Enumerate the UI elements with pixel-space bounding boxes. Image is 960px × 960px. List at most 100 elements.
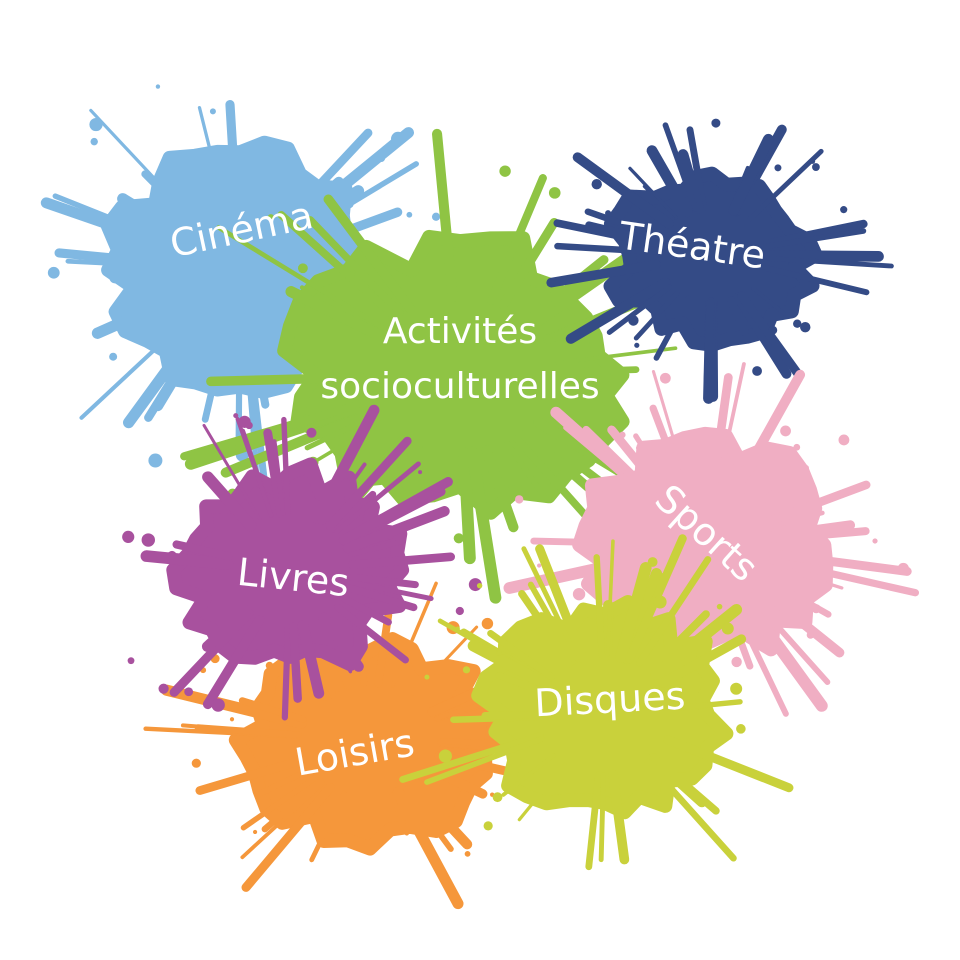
splash-droplet: [809, 158, 816, 164]
splash-streak: [716, 362, 746, 486]
splash-streak: [768, 556, 920, 597]
splash-streak: [284, 128, 373, 223]
splash-droplet: [840, 206, 848, 214]
splash-streak: [615, 562, 652, 663]
splash-streak: [392, 786, 464, 910]
splash-droplet: [752, 366, 762, 376]
splash-layer: [40, 84, 920, 910]
splash-streak: [172, 540, 233, 561]
splash-streak: [620, 567, 662, 664]
splash-streak: [593, 554, 606, 659]
splash-streak: [628, 166, 679, 220]
splash-droplet: [548, 187, 561, 199]
splash-streak: [202, 614, 265, 710]
splash-droplet: [391, 131, 406, 146]
splash-streak: [240, 774, 319, 831]
splash-droplet: [514, 495, 524, 504]
splash-droplet: [774, 164, 782, 172]
splash-droplet: [462, 666, 471, 674]
splash-streak: [752, 581, 845, 658]
splash-droplet: [838, 434, 850, 446]
splash-streak: [152, 325, 209, 412]
splash-droplet: [711, 118, 721, 128]
splash-streak: [91, 294, 179, 339]
splash-streak: [636, 445, 671, 494]
splash-streak: [117, 193, 184, 238]
splash-streak: [768, 563, 844, 590]
splash-streak: [763, 219, 868, 248]
splash-droplet: [209, 108, 216, 115]
splash-droplet: [605, 210, 612, 217]
splash-droplet: [591, 179, 602, 190]
splash-streak: [591, 566, 647, 595]
label-activites-line1: Activités: [383, 311, 537, 352]
splash-droplet: [191, 758, 201, 768]
splash-streak: [487, 174, 547, 306]
splash-streak: [607, 425, 669, 499]
splash-streak: [263, 428, 286, 519]
splash-streak: [285, 286, 382, 340]
splash-droplet: [418, 470, 423, 475]
splash-streak: [281, 623, 292, 721]
splash-streak: [727, 296, 749, 337]
splash-streak: [728, 133, 774, 216]
splash-streak: [342, 506, 450, 554]
splash-droplet: [647, 557, 658, 567]
splash-droplet: [141, 533, 155, 547]
splash-streak: [572, 152, 674, 229]
splash-streak: [54, 248, 170, 268]
splash-streak: [243, 336, 260, 479]
splash-streak: [216, 225, 385, 330]
splash-streak: [650, 753, 720, 815]
splash-droplet: [89, 117, 103, 132]
splash-streak: [737, 291, 804, 380]
splash-droplet: [229, 717, 235, 722]
splash-streak: [633, 290, 680, 341]
splash-streak: [768, 549, 912, 576]
splash-streak: [504, 440, 548, 500]
splash-droplet: [628, 315, 639, 326]
splash-droplet: [47, 266, 60, 279]
splash-streak: [763, 265, 870, 296]
splash-droplet: [768, 325, 778, 335]
splash-streak: [605, 539, 615, 657]
splash-disques: [399, 534, 794, 871]
splash-droplet: [455, 606, 464, 616]
splash-droplet: [793, 319, 802, 328]
splash-livres: [122, 404, 482, 721]
splash-streak: [737, 591, 828, 712]
splash-streak: [521, 428, 595, 494]
splash-streak: [318, 618, 353, 674]
splash-streak: [653, 295, 692, 361]
splash-streak: [40, 197, 176, 252]
splash-theatre: [546, 118, 894, 404]
splash-droplet: [730, 682, 743, 695]
splash-streak: [206, 372, 366, 387]
splash-streak: [317, 478, 351, 525]
splash-streak: [290, 127, 415, 230]
splash-streak: [608, 769, 630, 865]
splash-streak: [768, 520, 856, 541]
splash-streak: [414, 779, 461, 823]
splash-droplet: [299, 285, 305, 290]
splash-streak: [769, 527, 870, 544]
splash-streak: [635, 556, 712, 667]
splash-streak: [238, 697, 307, 723]
splash-streak: [318, 612, 364, 672]
splash-streak: [584, 208, 663, 240]
splash-streak: [565, 277, 671, 344]
splash-streak: [466, 446, 502, 604]
splash-streak: [323, 194, 415, 313]
splash-droplet: [578, 566, 584, 573]
splash-streak: [651, 369, 689, 486]
label-activites-line2: socioculturelles: [320, 366, 599, 407]
splash-droplet: [233, 413, 239, 419]
splash-streak: [709, 373, 733, 487]
splash-streak: [407, 780, 473, 850]
splash-streak: [349, 579, 434, 602]
splash-streak: [235, 416, 274, 518]
splash-droplet: [572, 587, 586, 601]
splash-droplet: [148, 453, 163, 468]
splash-streak: [768, 510, 825, 530]
